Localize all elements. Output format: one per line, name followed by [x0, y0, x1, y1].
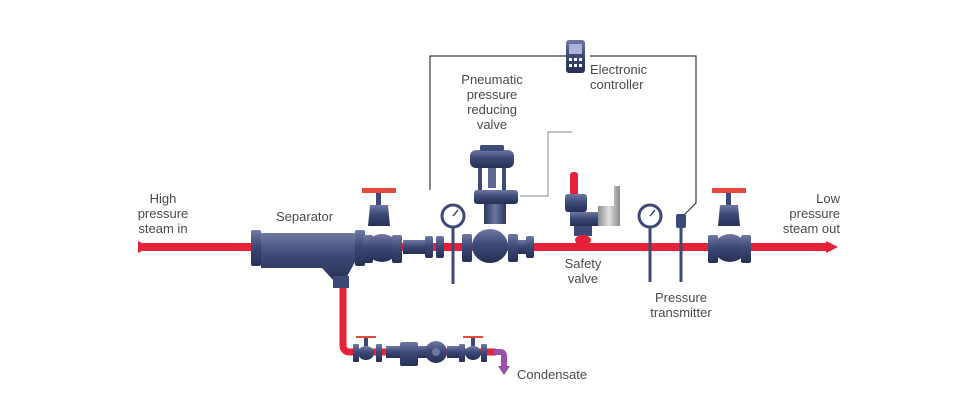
pressure-gauge-icon	[637, 203, 663, 282]
separator-icon	[251, 230, 365, 288]
strainer-icon	[403, 236, 444, 258]
stop-valve-icon	[362, 188, 402, 263]
arrow-down-icon	[498, 366, 510, 375]
arrow-right-icon	[826, 241, 838, 253]
transmitter-icon	[676, 214, 686, 282]
label-high-pressure-steam-in: High pressure steam in	[137, 191, 189, 236]
signal-lines	[429, 55, 697, 217]
label-safety-valve: Safety valve	[564, 256, 602, 286]
stop-valve-icon	[708, 188, 751, 263]
steam-trap-icon	[353, 336, 487, 366]
pressure-gauge-icon	[440, 203, 466, 284]
safety-valve-icon	[565, 172, 620, 245]
controller-icon	[566, 40, 585, 73]
arrow-right-icon	[138, 241, 150, 253]
label-pneumatic-valve: Pneumatic pressure reducing valve	[461, 72, 523, 132]
label-separator: Separator	[276, 209, 334, 224]
condensate-line	[339, 270, 510, 375]
control-valve-icon	[462, 145, 534, 263]
label-pressure-transmitter: Pressure transmitter	[650, 290, 712, 320]
label-electronic-controller: Electronic controller	[590, 62, 648, 92]
label-condensate: Condensate	[517, 367, 588, 382]
label-low-pressure-steam-out: Low pressure steam out	[782, 191, 840, 236]
